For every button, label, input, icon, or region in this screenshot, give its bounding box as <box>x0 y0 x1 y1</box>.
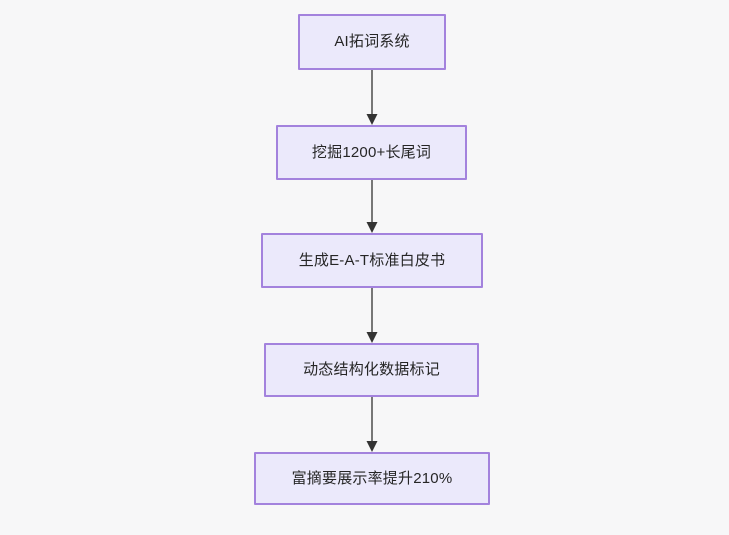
arrow-down-icon <box>366 180 378 233</box>
connector-node4-node5 <box>360 397 384 452</box>
node-label: 动态结构化数据标记 <box>303 361 440 378</box>
connector-node1-node2 <box>360 70 384 125</box>
flowchart-node-generate-eat-whitepaper[interactable]: 生成E-A-T标准白皮书 <box>261 233 483 288</box>
connector-node3-node4 <box>360 288 384 343</box>
flowchart-node-dynamic-structured-data-markup[interactable]: 动态结构化数据标记 <box>264 343 479 397</box>
node-label: 生成E-A-T标准白皮书 <box>298 251 446 269</box>
flowchart-node-rich-snippet-impression-lift[interactable]: 富摘要展示率提升210% <box>254 452 490 505</box>
arrow-down-icon <box>366 288 378 343</box>
connector-node2-node3 <box>360 180 384 233</box>
node-label: 挖掘1200+长尾词 <box>311 143 432 161</box>
node-label: 富摘要展示率提升210% <box>291 469 453 487</box>
arrow-down-icon <box>366 397 378 452</box>
arrow-down-icon <box>366 70 378 125</box>
node-label: AI拓词系统 <box>334 33 410 50</box>
flowchart-node-ai-keyword-system[interactable]: AI拓词系统 <box>298 14 446 70</box>
flowchart-node-mine-longtail-keywords[interactable]: 挖掘1200+长尾词 <box>276 125 467 180</box>
